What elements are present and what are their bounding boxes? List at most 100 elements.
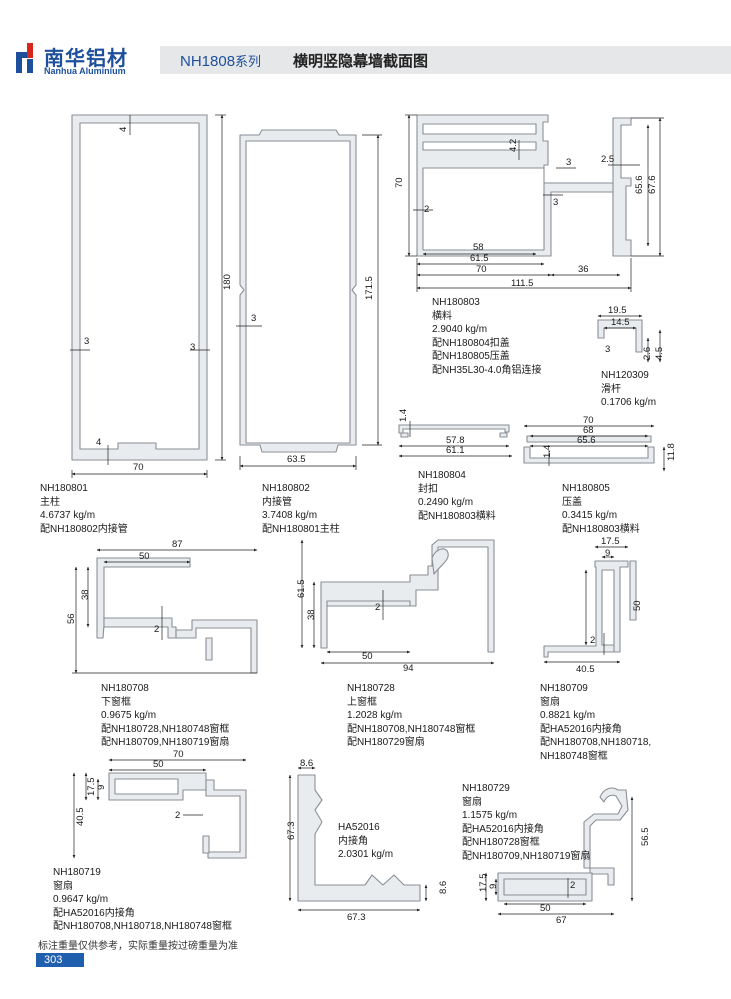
dim-text: 65.6 [634,176,645,195]
product-note: 配NH180804扣盖 [432,337,510,349]
dim-text: 9 [605,548,610,559]
product-weight: 1.2028 kg/m [347,710,403,721]
dim-text: 70 [476,264,487,275]
dim-text: 50 [153,759,164,770]
product-note: 配NH180708,NH180718, [540,737,652,748]
dim-text: 14.5 [611,317,630,328]
profile-nh180729 [497,787,629,902]
label-nh120309: NH120309 滑杆 0.1706 kg/m [601,369,656,410]
label-nh180708: NH180708 下窗框 0.9675 kg/m 配NH180728,NH180… [101,682,229,750]
dim-text: 70 [133,462,144,473]
dim-text: 9 [96,785,107,790]
product-weight: 0.9675 kg/m [101,710,157,721]
product-note: 配NH180805压盖 [432,351,510,362]
product-weight: 0.2490 kg/m [418,497,474,508]
product-note: 配NH35L30-4.0角铝连接 [432,364,542,376]
dim-text: 2 [570,880,575,891]
dim-text: 56 [66,613,77,624]
product-code: NH180801 [40,483,88,494]
dim-text: 4 [96,437,101,448]
dim-text: 50 [139,551,150,562]
brand-logo: 南华铝材 Nanhua Aluminium [16,40,156,80]
product-name: 内接角 [338,835,368,847]
dim-text: 3 [251,313,256,324]
profile-nh180708 [96,557,258,674]
label-ha52016: HA52016 内接角 2.0301 kg/m [338,821,393,862]
product-code: NH120309 [601,370,649,381]
label-nh180803: NH180803 横料 2.9040 kg/m 配NH180804扣盖 配NH1… [432,296,541,377]
product-note: 配NH180728窗框 [462,837,540,848]
profile-nh180801 [71,114,208,461]
profile-nh180802 [239,129,357,453]
product-weight: 0.1706 kg/m [601,397,657,408]
product-note: 配NH180803横料 [418,510,496,522]
dim-text: 17.5 [478,874,489,893]
dim-text: 38 [80,589,91,600]
product-weight: 4.6737 kg/m [40,510,96,521]
product-note: NH180748窗框 [540,750,608,762]
dim-text: 61.1 [446,445,465,456]
page-header: 南华铝材 Nanhua Aluminium NH1808系列 横明竖隐幕墙截面图 [0,38,731,80]
dim-text: 4.2 [508,139,519,152]
product-code: HA52016 [338,822,380,833]
dim-text: 50 [540,903,551,914]
dim-text: 1.4 [398,409,409,422]
dim-text: 9 [488,884,499,889]
dim-text: 70 [173,749,184,760]
product-weight: 0.3415 kg/m [562,510,618,521]
dim-text: 3 [190,342,195,353]
product-note: 配HA52016内接角 [53,907,135,919]
dim-text: 8.6 [438,881,449,894]
product-name: 滑杆 [601,383,621,395]
product-note: 配NH180728,NH180748窗框 [101,723,230,735]
product-name: 横料 [432,310,452,322]
dim-text: 11.8 [666,443,677,461]
product-name: 窗扇 [540,696,560,708]
product-name: 下窗框 [101,696,131,708]
dim-text: 40.5 [75,808,86,827]
product-note: 配NH180709,NH180719窗扇 [462,850,591,862]
dim-text: 50 [362,651,373,662]
dim-text: 2.5 [601,154,614,165]
dim-text: 50 [632,600,643,611]
product-code: NH180803 [432,297,480,308]
profile-nh180709 [543,560,637,658]
weight-disclaimer: 标注重量仅供参考，实际重量按过磅重量为准 [38,941,238,952]
page-number: 303 [44,954,63,966]
dim-text: 2 [175,810,180,821]
product-name: 上窗框 [347,696,377,708]
dim-text: 4 [118,127,129,132]
profile-nh180804 [398,424,510,438]
dim-text: 87 [172,539,183,550]
dim-text: 180 [222,274,233,290]
dim-text: 68 [583,425,594,436]
dim-text: 61.5 [470,253,489,264]
product-name: 内接管 [262,496,292,508]
dim-text: 67.6 [647,176,658,195]
product-note: 配NH180802内接管 [40,523,128,535]
product-weight: 2.9040 kg/m [432,324,488,335]
dim-text: 56.5 [640,828,651,847]
series-suffix: 系列 [235,54,262,69]
product-weight: 3.7408 kg/m [262,510,318,521]
label-nh180719: NH180719 窗扇 0.9647 kg/m 配HA52016内接角 配NH1… [53,866,232,934]
label-nh180709: NH180709 窗扇 0.8821 kg/m 配HA52016内接角 配NH1… [540,682,651,763]
dim-text: 171.5 [364,276,375,300]
product-name: 窗扇 [462,796,482,808]
dim-text: 17.5 [86,778,97,797]
dim-text: 111.5 [511,278,533,289]
profile-ha52016 [297,774,421,902]
product-name: 封扣 [418,483,438,495]
product-note: 配NH180803横料 [562,523,640,535]
brand-name-en: Nanhua Aluminium [44,66,126,76]
dim-text: 67 [556,915,567,926]
product-name: 窗扇 [53,880,73,892]
product-weight: 0.8821 kg/m [540,710,596,721]
product-code: NH180708 [101,683,149,694]
product-note: 配NH180729窗扇 [347,737,425,748]
product-note: 配NH180801主柱 [262,523,340,535]
dim-text: 1.4 [542,445,553,458]
dim-text: 8.6 [300,758,313,769]
dim-text: 2 [375,602,380,613]
